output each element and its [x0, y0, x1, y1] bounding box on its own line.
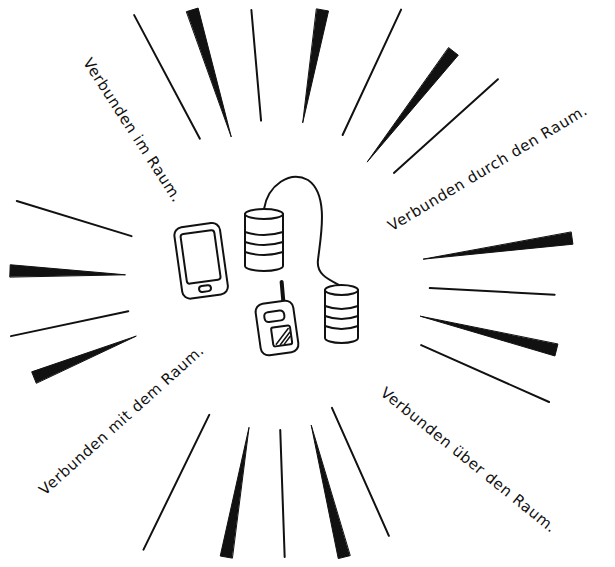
caption-text: Verbunden durch den Raum. — [385, 102, 590, 234]
ray-wedge — [311, 426, 350, 559]
can-body — [325, 290, 358, 343]
sunburst-rays — [10, 8, 573, 558]
can-band — [325, 316, 358, 319]
ray-wedge — [32, 336, 136, 383]
devices — [173, 177, 358, 357]
can-band — [245, 232, 283, 235]
antenna — [281, 282, 285, 301]
walkie-body — [255, 300, 300, 357]
ray-line — [394, 79, 498, 173]
can-band — [325, 306, 358, 309]
can-band — [245, 252, 283, 255]
ray-wedge — [303, 9, 329, 123]
ray-line — [280, 430, 284, 557]
ray-line — [134, 15, 200, 139]
ray-line — [430, 288, 555, 295]
ray-wedge — [367, 48, 458, 162]
walkie-talkie — [252, 281, 300, 357]
ray-line — [332, 408, 389, 536]
can-body — [245, 214, 283, 271]
walkie-panel — [271, 325, 292, 346]
smartphone — [173, 222, 229, 300]
phone-body — [173, 222, 229, 300]
can-top — [245, 209, 283, 219]
phone-button — [199, 285, 212, 293]
ray-line — [343, 10, 401, 135]
walkie-speaker — [264, 310, 285, 323]
tin-can — [245, 209, 283, 271]
can-top — [325, 285, 358, 295]
ray-wedge — [220, 428, 249, 558]
ray-wedge — [187, 8, 231, 136]
ray-line — [17, 201, 132, 236]
tin-can — [325, 285, 358, 343]
hatching — [274, 328, 291, 345]
ray-line — [421, 345, 549, 402]
ray-line — [143, 415, 209, 550]
ray-line — [11, 311, 128, 336]
can-band — [325, 326, 358, 329]
ray-wedge — [421, 316, 558, 356]
phone-screen — [180, 230, 221, 284]
caption-text: Verbunden im Raum. — [79, 55, 185, 205]
ray-wedge — [10, 265, 125, 277]
ray-wedge — [424, 232, 573, 259]
ray-line — [251, 10, 261, 121]
caption-text: Verbunden über den Raum. — [377, 384, 559, 536]
can-band — [245, 242, 283, 245]
caption-text: Verbunden mit dem Raum. — [36, 342, 207, 499]
